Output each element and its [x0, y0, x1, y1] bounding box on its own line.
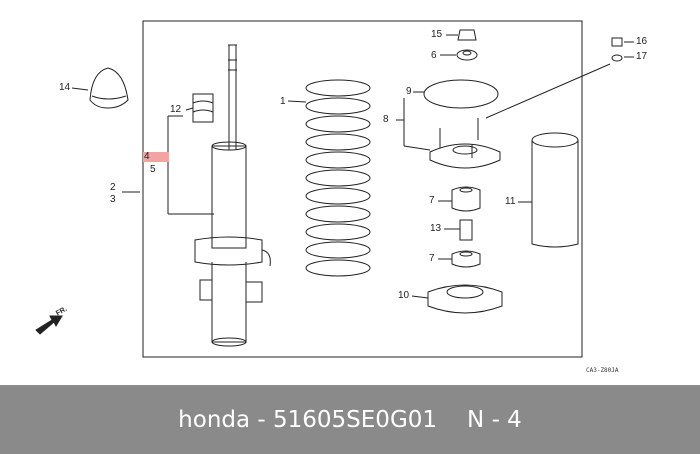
- callout-16: 16: [636, 36, 648, 47]
- callout-4: 4: [143, 152, 169, 162]
- bump-stopper-shape: [192, 93, 214, 123]
- coil-spring: [305, 79, 371, 277]
- washer-17-shape: [611, 54, 623, 62]
- bracket-left: [199, 279, 213, 301]
- callout-5: 5: [150, 164, 156, 175]
- nut-shape: [457, 29, 477, 41]
- washer-shape: [456, 49, 478, 61]
- callout-10: 10: [398, 290, 410, 301]
- callout-14: 14: [59, 82, 71, 93]
- shock-upper-tube: [211, 145, 247, 249]
- callout-8: 8: [383, 114, 389, 125]
- callout-3: 3: [110, 194, 116, 205]
- callout-7-lower: 7: [429, 253, 435, 264]
- callout-17: 17: [636, 51, 648, 62]
- diagram-drawing: [35, 20, 634, 358]
- part-number-banner: honda - 51605SE0G01 N - 4: [0, 385, 700, 454]
- part-text: honda - 51605SE0G01: [178, 406, 438, 433]
- callout-1: 1: [280, 96, 286, 107]
- mount-shape: [429, 143, 501, 169]
- callout-11: 11: [505, 196, 516, 207]
- spring-seat: [194, 236, 263, 266]
- shock-lower-tube: [211, 262, 247, 343]
- o-ring-shape: [423, 79, 499, 109]
- diagram-frame: [142, 20, 583, 358]
- callout-2: 2: [110, 182, 116, 193]
- parts-diagram: 1 2 3 4 5 6 7 7 8 9 10 11 12 13 14 15 16…: [35, 20, 648, 374]
- bump-cap-shape: [89, 67, 129, 109]
- nut-16-shape: [611, 37, 623, 47]
- callout-12: 12: [170, 104, 182, 115]
- callout-15: 15: [431, 29, 443, 40]
- position-text: N - 4: [467, 406, 522, 433]
- front-arrow-icon: [35, 315, 63, 335]
- collar-shape: [459, 219, 473, 241]
- drawing-code: CA3-Z80JA: [586, 367, 619, 374]
- dust-boot-shape: [531, 140, 579, 248]
- callout-13: 13: [430, 223, 442, 234]
- callout-6: 6: [431, 50, 437, 61]
- bushing-upper-shape: [451, 186, 481, 212]
- bushing-lower-shape: [451, 250, 481, 268]
- bracket-right: [245, 281, 263, 303]
- base-plate-shape: [427, 284, 503, 314]
- callout-7-upper: 7: [429, 195, 435, 206]
- callout-9: 9: [406, 86, 412, 97]
